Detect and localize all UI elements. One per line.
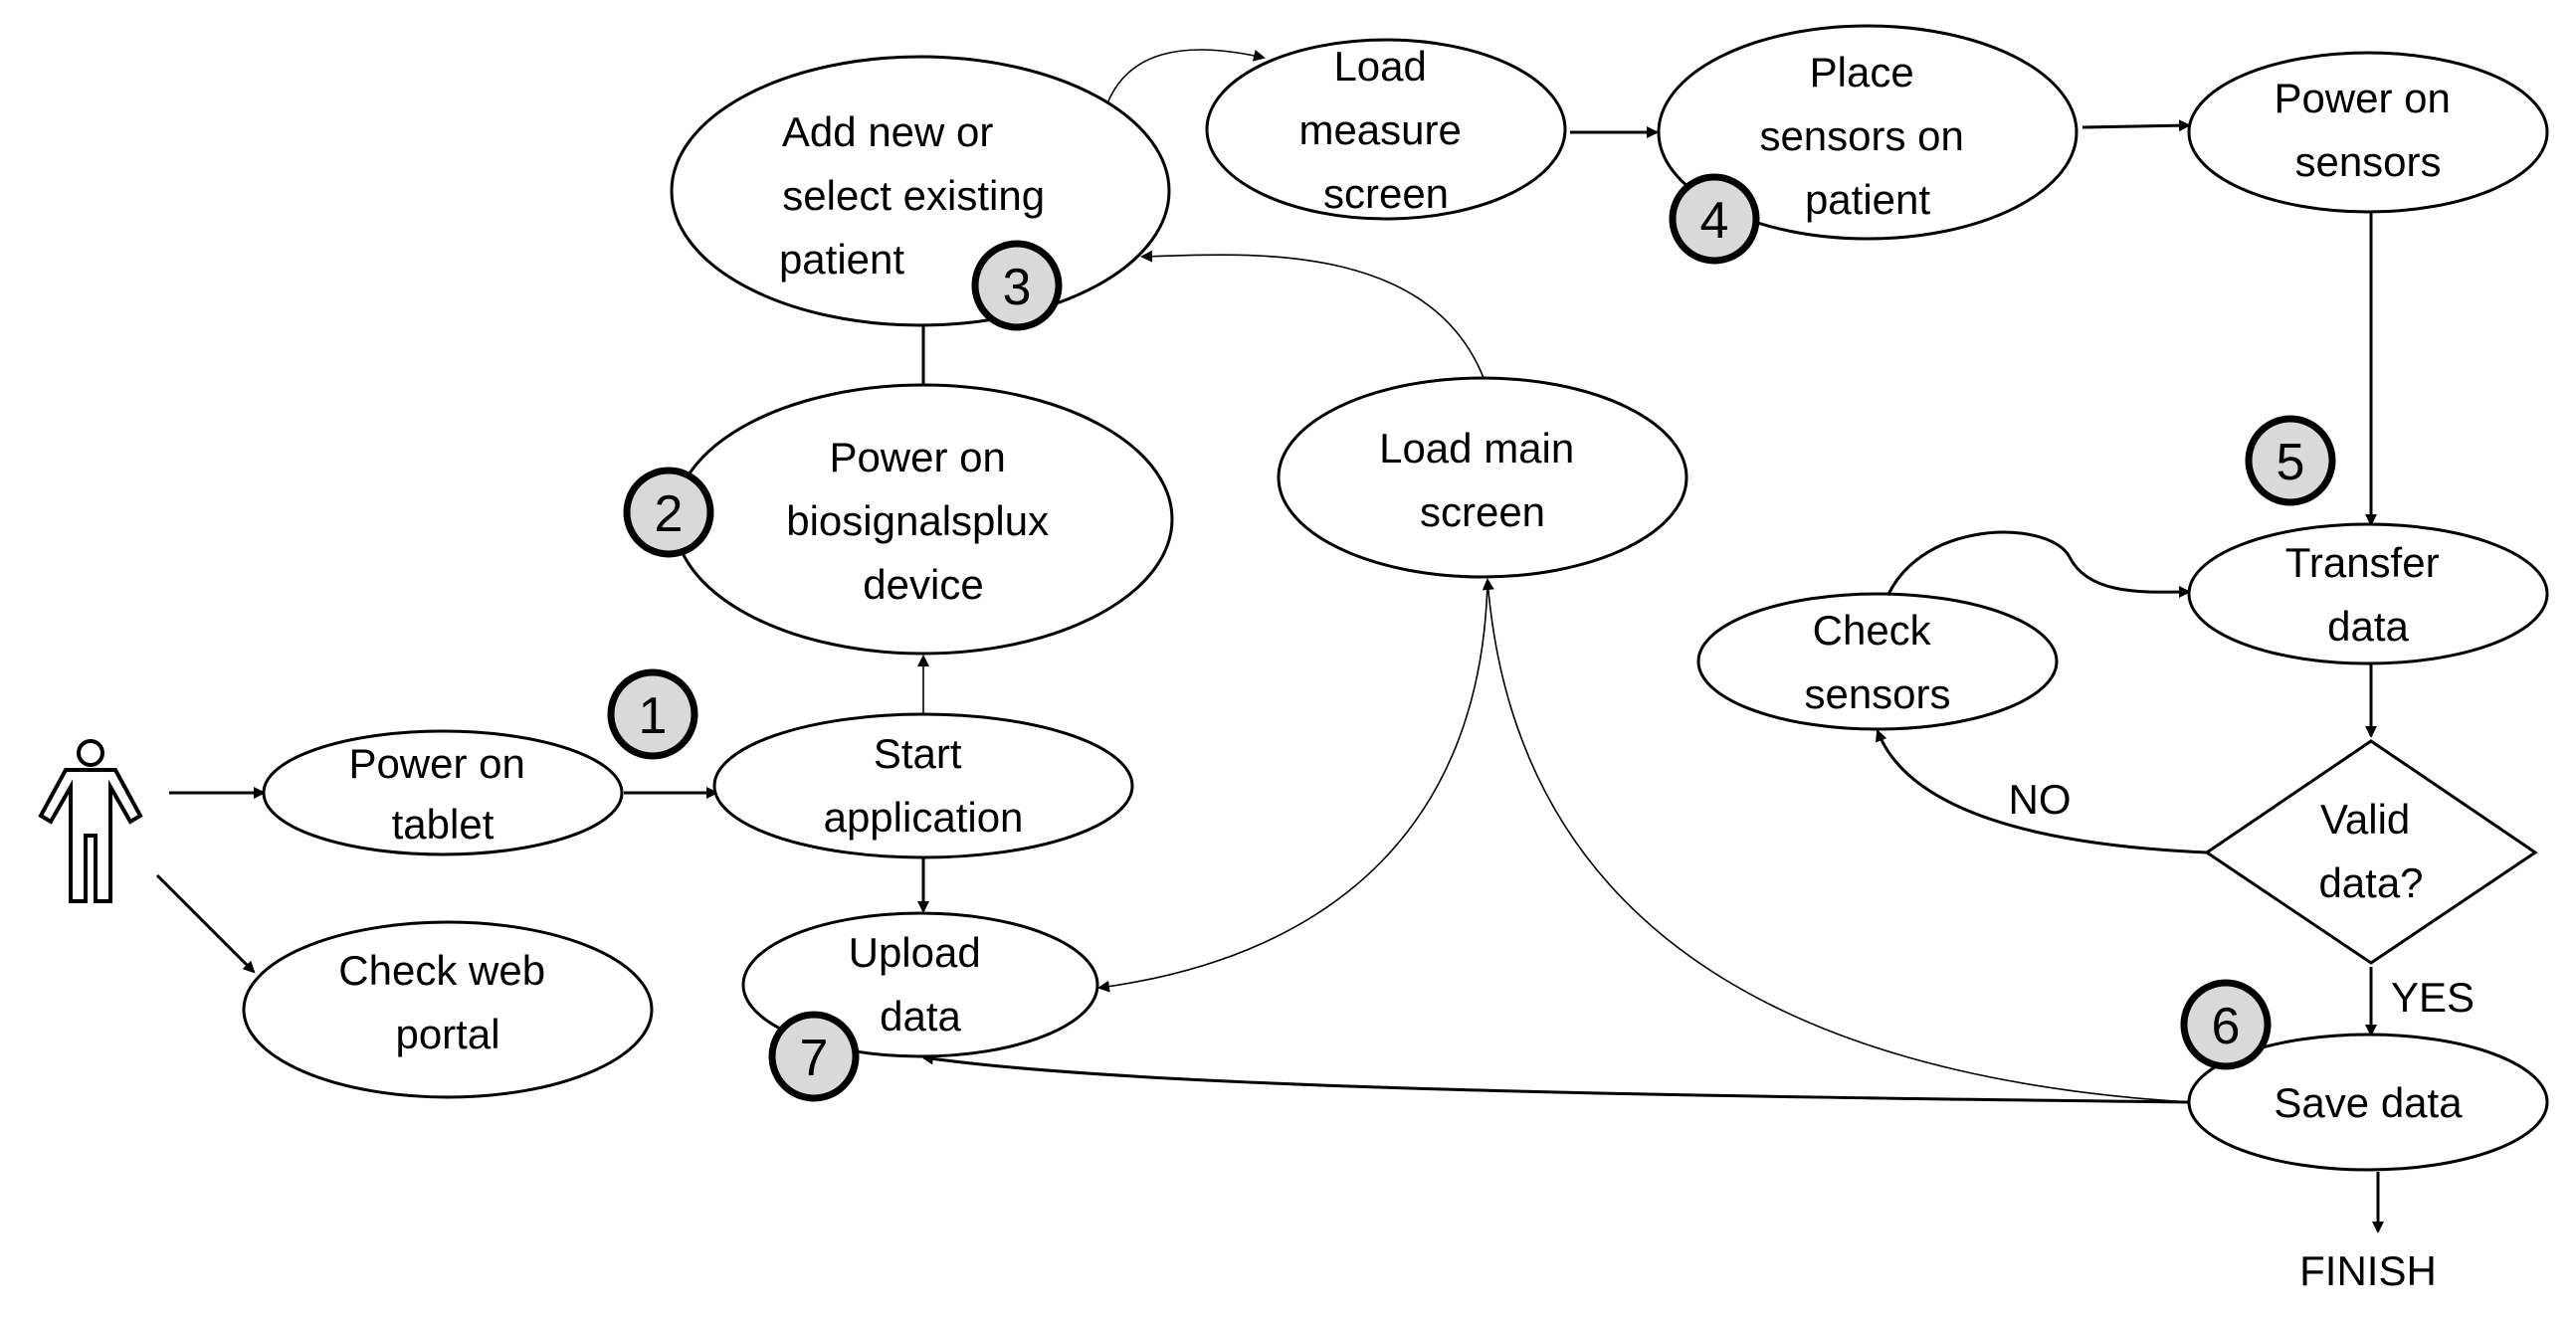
edge-person-to-web-portal	[155, 873, 256, 974]
node-label-line: Valid	[2320, 796, 2410, 843]
step-badge-number: 4	[1700, 192, 1729, 250]
step-badge-4: 4	[1669, 173, 1760, 265]
node-power-on-tablet: Power on tablet	[262, 729, 624, 856]
step-badge-5: 5	[2245, 415, 2336, 506]
node-power-on-biosignalsplux-device: Power on biosignalsplux device	[673, 383, 1174, 656]
step-badge-number: 6	[2212, 998, 2241, 1055]
node-label-line: measure	[1298, 106, 1461, 153]
node-add-select-patient: Add new or select existing patient	[670, 55, 1171, 327]
step-badge-1: 1	[607, 668, 698, 760]
node-label-line: Save data	[2274, 1079, 2463, 1126]
svg-text:Power on biosignalsplux: Power on biosignalsplux device	[786, 434, 1061, 608]
edge-check-sensors-to-transfer	[1879, 530, 2191, 620]
node-transfer-data: Transfer data	[2187, 522, 2549, 665]
node-label-line: screen	[1323, 170, 1449, 217]
node-label-line: Start	[874, 730, 962, 777]
edge-label-yes: YES	[2391, 974, 2475, 1021]
node-label-line: biosignalsplux	[786, 497, 1049, 544]
step-badge-number: 2	[655, 485, 684, 543]
node-label-line: data	[880, 993, 961, 1039]
node-label-line: Power on	[829, 434, 1005, 480]
svg-text:Save data: Save data	[2274, 1079, 2463, 1126]
edge-label-no: NO	[2009, 776, 2072, 823]
svg-text:Valid data?: Valid data?	[2318, 796, 2423, 906]
node-label-line: tablet	[392, 801, 495, 848]
node-label-line: Load main	[1379, 425, 1574, 472]
node-label-line: select existing	[782, 172, 1045, 219]
edge-main-to-upload	[1097, 579, 1488, 993]
svg-text:Place sensors on p: Place sensors on patient	[1759, 49, 1975, 223]
node-label-line: Load	[1333, 43, 1426, 90]
step-badge-2: 2	[623, 467, 714, 558]
node-label-line: Place	[1810, 49, 1914, 95]
node-power-on-sensors: Power on sensors	[2187, 51, 2549, 214]
node-label-line: Transfer	[2285, 539, 2440, 586]
node-label-line: sensors on	[1759, 112, 1963, 159]
step-badge-6: 6	[2180, 979, 2272, 1070]
node-label-line: Add new or	[782, 108, 993, 155]
step-badge-number: 3	[1003, 259, 1032, 316]
node-label-line: Check web	[338, 947, 545, 994]
node-label-line: device	[863, 561, 983, 608]
node-start-application: Start application	[712, 712, 1134, 859]
node-label-line: screen	[1420, 488, 1545, 535]
step-badge-number: 5	[2277, 434, 2305, 491]
node-load-main-screen: Load main screen	[1277, 376, 1688, 579]
person-icon	[38, 739, 143, 903]
step-badge-number: 7	[800, 1030, 829, 1087]
node-save-data: Save data	[2187, 1033, 2549, 1172]
node-valid-data-decision: Valid data?	[2204, 739, 2538, 965]
edge-patient-to-measure	[1103, 49, 1266, 112]
edge-valid-to-check-sensors	[1876, 729, 2208, 854]
svg-text:Check sensors: Check sensors	[1804, 607, 1950, 717]
node-label-line: application	[824, 794, 1024, 841]
svg-text:Upload data: Upload data	[849, 929, 993, 1039]
svg-text:Load main screen: Load main screen	[1379, 425, 1586, 535]
edge-save-to-main	[1482, 578, 2190, 1103]
node-label-line: data?	[2318, 859, 2423, 906]
step-badge-number: 1	[639, 687, 668, 745]
svg-text:Load measure scree: Load measure screen	[1298, 43, 1473, 217]
edge-main-to-patient	[1140, 250, 1486, 384]
finish-label: FINISH	[2299, 1247, 2437, 1294]
edge-save-to-upload	[921, 1052, 2190, 1104]
node-label-line: patient	[779, 236, 904, 283]
node-label-line: Check	[1813, 607, 1932, 654]
node-label-line: sensors	[1804, 670, 1950, 717]
node-label-line: portal	[395, 1011, 499, 1057]
svg-text:Transfer data: Transfer data	[2285, 539, 2452, 650]
node-load-measure-screen: Load measure screen	[1205, 38, 1567, 221]
edge-place-to-power-sensors	[2081, 119, 2191, 132]
svg-text:Power on tablet: Power on tablet	[348, 740, 536, 848]
node-label-line: Power on	[2274, 75, 2450, 121]
edges	[155, 49, 2384, 1233]
node-label-line: data	[2327, 603, 2409, 650]
node-place-sensors-on-patient: Place sensors on patient	[1657, 24, 2079, 241]
svg-text:Start application: Start application	[824, 730, 1024, 841]
svg-text:Add new or select existi: Add new or select existing patient	[779, 108, 1057, 283]
svg-text:Check web portal: Check web portal	[338, 947, 556, 1057]
node-check-sensors: Check sensors	[1696, 592, 2059, 731]
step-badge-3: 3	[971, 240, 1063, 331]
node-label-line: sensors	[2294, 138, 2441, 185]
step-badge-7: 7	[768, 1011, 860, 1102]
node-label-line: patient	[1805, 176, 1930, 223]
svg-text:Power on sensors: Power on sensors	[2274, 75, 2462, 185]
node-check-web-portal: Check web portal	[242, 920, 654, 1099]
node-label-line: Upload	[849, 929, 981, 976]
node-label-line: Power on	[348, 740, 524, 787]
